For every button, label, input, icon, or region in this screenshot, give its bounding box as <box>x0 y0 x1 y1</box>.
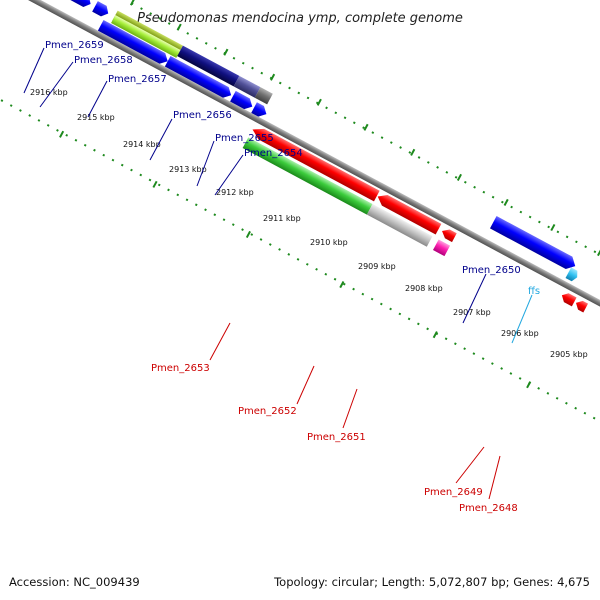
gene-pmen-2655-box <box>233 75 261 98</box>
gene-label-pmen-2653: Pmen_2653 <box>151 363 210 374</box>
gene-label-pmen-2650: Pmen_2650 <box>462 265 521 276</box>
gene-arrow-pmen-2651-small <box>442 229 457 243</box>
gene-label-pmen-2649: Pmen_2649 <box>424 487 483 498</box>
gene-arrow-row2-b <box>164 55 232 98</box>
gene-pmen-2654-box <box>254 87 273 105</box>
gene-pmen-2656-box <box>177 45 240 87</box>
gene-label-pmen-2654: Pmen_2654 <box>244 148 303 159</box>
kbp-label: 2905 kbp <box>550 350 588 359</box>
gene-label-ffs: ffs <box>528 286 540 297</box>
gene-arrow-red-short <box>377 195 442 235</box>
kbp-label: 2909 kbp <box>358 262 396 271</box>
kbp-label: 2911 kbp <box>263 214 301 223</box>
gene-arrow-row2-d <box>251 102 267 117</box>
gene-arrow-pmen-2648 <box>575 300 589 313</box>
gene-arrow-pmen-2659 <box>97 20 168 64</box>
accession-text: Accession: NC_009439 <box>9 575 140 589</box>
gene-arrow-pmen-2651 <box>432 239 451 257</box>
gene-label-pmen-2655: Pmen_2655 <box>215 133 274 144</box>
major-tick-marks <box>129 0 600 257</box>
leader-lines <box>23 47 533 500</box>
gene-arrow-pmen-2650 <box>489 216 576 270</box>
gene-label-pmen-2651: Pmen_2651 <box>307 432 366 443</box>
gene-label-pmen-2658: Pmen_2658 <box>74 55 133 66</box>
gene-arrow-red-long <box>252 128 380 202</box>
kbp-label: 2913 kbp <box>169 165 207 174</box>
gene-label-pmen-2652: Pmen_2652 <box>238 406 297 417</box>
gene-arrow-ffs <box>565 267 578 282</box>
kbp-label: 2912 kbp <box>216 188 254 197</box>
kbp-label: 2915 kbp <box>77 113 115 122</box>
genome-backbone <box>0 0 600 445</box>
kbp-label: 2908 kbp <box>405 284 443 293</box>
gene-labels: Pmen_2659 Pmen_2658 Pmen_2657 Pmen_2656 … <box>45 40 540 514</box>
inner-major-ticks <box>59 130 532 389</box>
gene-arrow-pmen-2653 <box>242 137 373 215</box>
kbp-label: 2910 kbp <box>310 238 348 247</box>
gene-label-pmen-2659: Pmen_2659 <box>45 40 104 51</box>
gene-label-pmen-2657: Pmen_2657 <box>108 74 167 85</box>
gene-arrow-pmen-2649 <box>561 293 577 307</box>
gene-pmen-2657-box <box>111 15 181 58</box>
kbp-label: 2907 kbp <box>453 308 491 317</box>
inner-tick-track <box>0 0 600 535</box>
kbp-label: 2916 kbp <box>30 88 68 97</box>
map-title: Pseudomonas mendocina ymp, complete geno… <box>137 11 463 26</box>
gene-arrow-top-left-2 <box>92 1 109 17</box>
gene-label-pmen-2648: Pmen_2648 <box>459 503 518 514</box>
kbp-label: 2906 kbp <box>501 329 539 338</box>
gene-label-pmen-2656: Pmen_2656 <box>173 110 232 121</box>
kbp-label: 2914 kbp <box>123 140 161 149</box>
gene-arrow-row2-c <box>230 90 253 110</box>
gene-arrow-pmen-2652 <box>366 204 433 247</box>
scale-labels: 2916 kbp 2915 kbp 2914 kbp 2913 kbp 2912… <box>30 88 588 359</box>
topology-text: Topology: circular; Length: 5,072,807 bp… <box>274 575 590 589</box>
